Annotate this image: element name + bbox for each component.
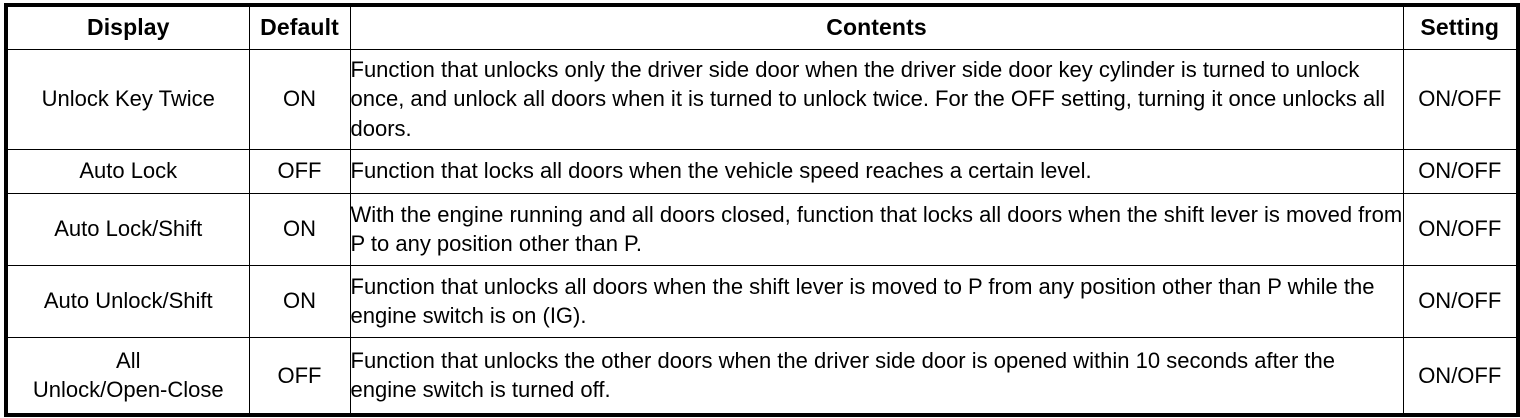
cell-setting: ON/OFF (1402, 336, 1519, 416)
cell-contents: Function that unlocks all doors when the… (349, 264, 1404, 338)
cell-display: All Unlock/Open-Close (5, 336, 250, 416)
cell-default: ON (248, 192, 351, 266)
display-label-line2: Unlock/Open-Close (32, 377, 224, 403)
column-header-setting: Setting (1402, 4, 1519, 50)
column-header-contents: Contents (349, 4, 1404, 50)
cell-setting: ON/OFF (1402, 48, 1519, 150)
cell-contents: With the engine running and all doors cl… (349, 192, 1404, 266)
table-row: All Unlock/Open-Close OFF Function that … (5, 336, 1519, 416)
cell-default: ON (248, 48, 351, 150)
cell-display: Auto Lock (5, 148, 250, 194)
table-row: Auto Lock/Shift ON With the engine runni… (5, 192, 1519, 266)
table-body: Unlock Key Twice ON Function that unlock… (5, 48, 1519, 416)
cell-default: OFF (248, 336, 351, 416)
table-header: Display Default Contents Setting (5, 4, 1519, 50)
contents-text: Function that locks all doors when the v… (350, 158, 1092, 184)
cell-setting: ON/OFF (1402, 192, 1519, 266)
display-label: Auto Lock/Shift (54, 216, 203, 242)
cell-setting: ON/OFF (1402, 148, 1519, 194)
cell-setting: ON/OFF (1402, 264, 1519, 338)
contents-text: Function that unlocks all doors when the… (350, 273, 1375, 328)
contents-text: Function that unlocks the other doors wh… (350, 348, 1335, 403)
contents-text: Function that unlocks only the driver si… (350, 57, 1386, 141)
column-header-display: Display (5, 4, 250, 50)
display-label: Auto Unlock/Shift (43, 288, 213, 314)
table-row: Unlock Key Twice ON Function that unlock… (5, 48, 1519, 150)
cell-display: Auto Unlock/Shift (5, 264, 250, 338)
cell-contents: Function that locks all doors when the v… (349, 148, 1404, 194)
cell-default: OFF (248, 148, 351, 194)
display-label: Auto Lock (79, 158, 178, 184)
customize-function-table: Display Default Contents Setting Unlock … (4, 3, 1520, 417)
contents-text: With the engine running and all doors cl… (350, 201, 1403, 256)
display-label: Unlock Key Twice (41, 86, 215, 112)
table-row: Auto Unlock/Shift ON Function that unloc… (5, 264, 1519, 338)
table-header-row: Display Default Contents Setting (5, 4, 1519, 50)
column-header-default: Default (248, 4, 351, 50)
cell-display: Auto Lock/Shift (5, 192, 250, 266)
display-label-line1: All (116, 348, 141, 373)
cell-default: ON (248, 264, 351, 338)
cell-display: Unlock Key Twice (5, 48, 250, 150)
table-row: Auto Lock OFF Function that locks all do… (5, 148, 1519, 194)
cell-contents: Function that unlocks only the driver si… (349, 48, 1404, 150)
cell-contents: Function that unlocks the other doors wh… (349, 336, 1404, 416)
